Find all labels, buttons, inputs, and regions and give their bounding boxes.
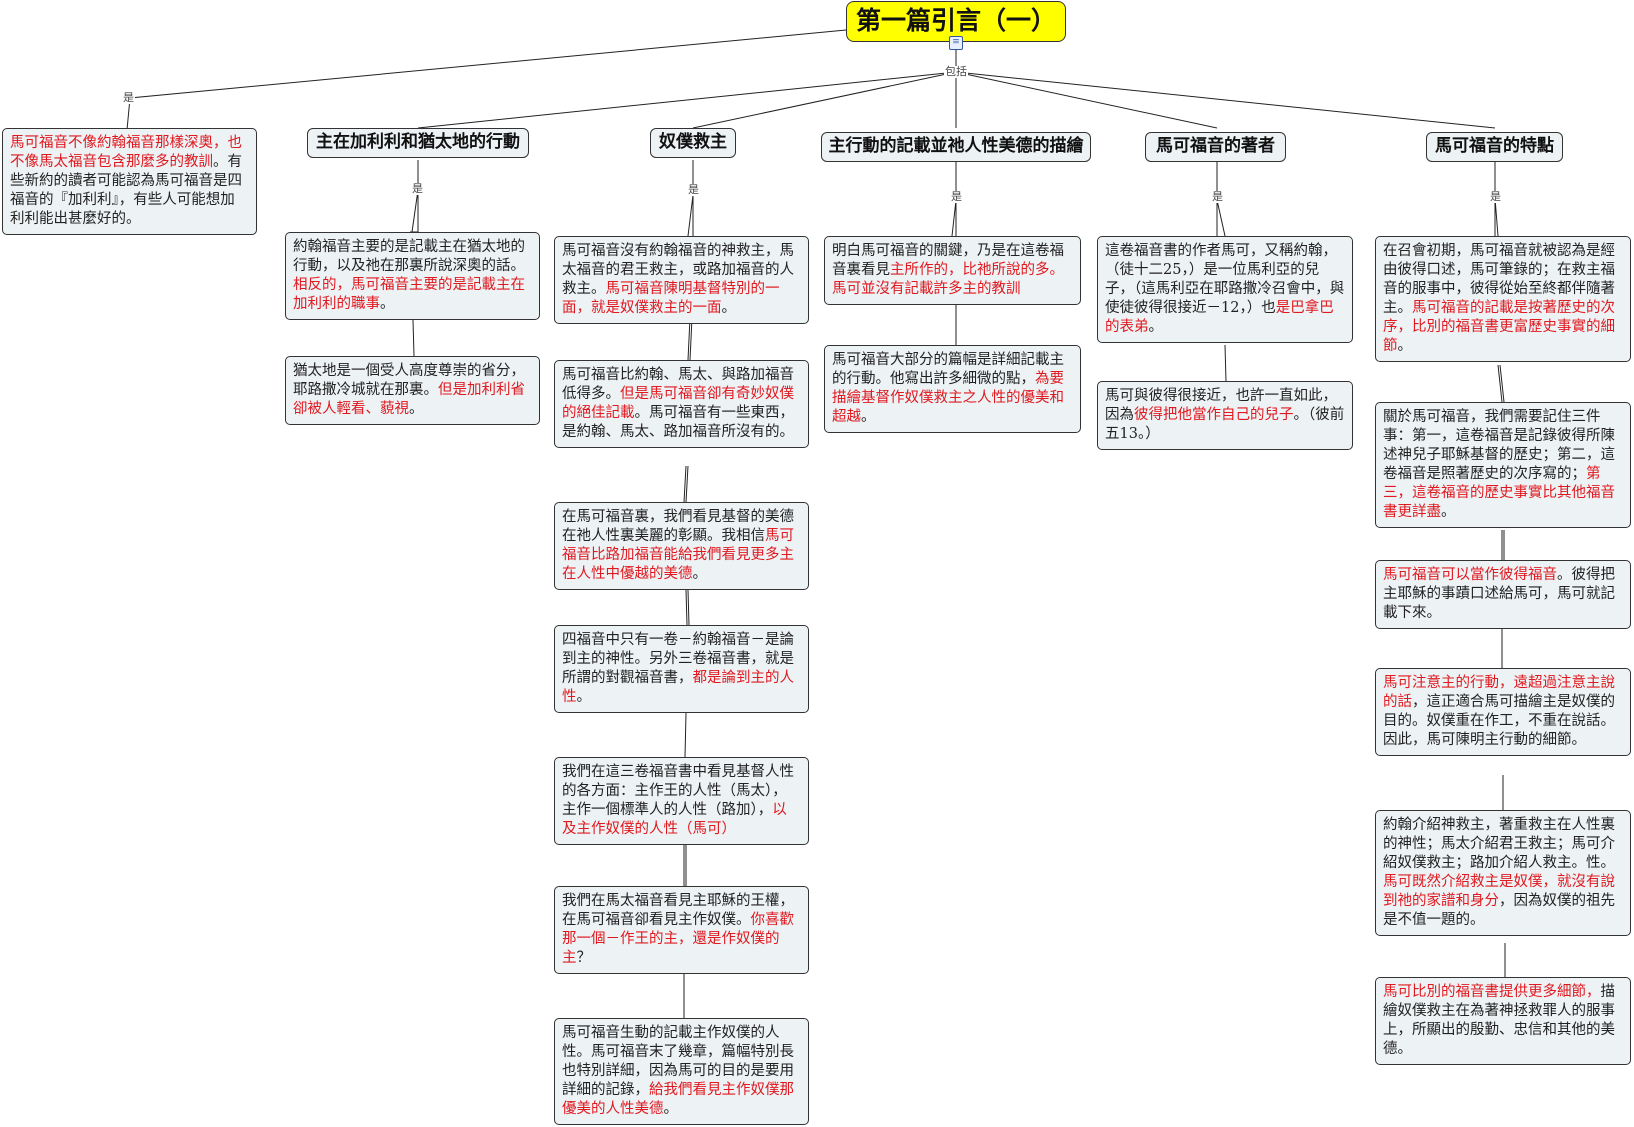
- note-slave-4[interactable]: 四福音中只有一卷－約翰福音－是論到主的神性。另外三卷福音書，就是所謂的對觀福音書…: [554, 625, 809, 713]
- note-text: 馬可福音大部分的篇幅是詳細記載主的行動。他寫出許多細微的點，: [832, 352, 1064, 387]
- note-text: 馬可福音生動的記載主作奴僕的人性。馬可福音末了幾章，篇幅特別長也特別詳細，因為馬…: [562, 1025, 794, 1098]
- highlighted-text: 馬可福音的記載是按著歷史的次序，比別的福音書更富歷史事實的細節: [1383, 300, 1615, 354]
- highlighted-text: 都是論到主的人性: [562, 670, 794, 705]
- note-text: 。: [576, 689, 592, 705]
- note-text: 。（彼前五13。）: [1105, 407, 1345, 442]
- note-slave-1[interactable]: 馬可福音沒有約翰福音的神救主，馬太福音的君王救主，或路加福音的人救主。馬可福音陳…: [554, 236, 809, 324]
- note-text: 。: [721, 300, 737, 316]
- note-author-2[interactable]: 馬可與彼得很接近，也許一直如此，因為彼得把他當作自己的兒子。（彼前五13。）: [1097, 381, 1353, 450]
- highlighted-text: 你喜歡那一個－作王的主，還是作奴僕的主: [562, 912, 794, 966]
- highlighted-text: 馬可福音陳明基督特別的一面，就是奴僕救主的一面: [562, 281, 780, 316]
- highlighted-text: 給我們看見主作奴僕那優美的人性美德: [562, 1082, 794, 1117]
- note-text: 我們在馬太福音看見主耶穌的王權，在馬可福音卻看見主作奴僕。: [562, 893, 794, 928]
- topic-features[interactable]: 馬可福音的特點: [1426, 132, 1563, 162]
- note-text: 。: [692, 566, 708, 582]
- note-features-4[interactable]: 馬可注意主的行動，遠超過注意主說的話，這正適合馬可描繪主是奴僕的目的。奴僕重在作…: [1375, 668, 1631, 756]
- note-text: 。: [380, 296, 395, 312]
- root-topic[interactable]: 第一篇引言（一）: [846, 1, 1066, 42]
- note-text: ？: [576, 950, 592, 966]
- note-record-2[interactable]: 馬可福音大部分的篇幅是詳細記載主的行動。他寫出許多細微的點，為要描繪基督作奴僕救…: [824, 345, 1081, 433]
- highlighted-text: 以及主作奴僕的人性（馬可）: [562, 802, 787, 837]
- edge-label-is: 是: [1489, 190, 1502, 203]
- highlighted-text: 馬可既然介紹救主是奴僕，就沒有說到祂的家譜和身分: [1383, 874, 1615, 909]
- note-slave-2[interactable]: 馬可福音比約翰、馬太、與路加福音低得多。但是馬可福音卻有奇妙奴僕的絕佳記載。馬可…: [554, 360, 809, 448]
- note-record-1[interactable]: 明白馬可福音的關鍵，乃是在這卷福音裏看見主所作的，比祂所說的多。馬可並沒有記載許…: [824, 236, 1081, 305]
- note-galilee-2[interactable]: 猶太地是一個受人高度尊崇的省分，耶路撒冷城就在那裏。但是加利利省卻被人輕看、藐視…: [285, 356, 540, 425]
- note-author-1[interactable]: 這卷福音書的作者馬可，又稱約翰，（徒十二25，）是一位馬利亞的兒子，（這馬利亞在…: [1097, 236, 1353, 343]
- note-features-6[interactable]: 馬可比別的福音書提供更多細節，描繪奴僕救主在為著神拯救罪人的服事上，所顯出的殷勤…: [1375, 977, 1631, 1065]
- note-text: 馬可與彼得很接近，也許一直如此，因為: [1105, 388, 1337, 423]
- note-text: 。: [663, 1101, 679, 1117]
- highlighted-text: 主所作的，比祂所說的多。馬可並沒有記載許多主的教訓: [832, 262, 1064, 297]
- edge-label-includes: 包括: [944, 65, 968, 78]
- note-galilee-1[interactable]: 約翰福音主要的是記載主在猶太地的行動，以及祂在那裏所說深奧的話。相反的，馬可福音…: [285, 232, 540, 320]
- note-text: 猶太地是一個受人高度尊崇的省分，耶路撒冷城就在那裏。: [293, 363, 525, 398]
- note-text: 約翰福音主要的是記載主在猶太地的行動，以及祂在那裏所說深奧的話。: [293, 239, 525, 274]
- note-text: 在馬可福音裏，我們看見基督的美德在祂人性裏美麗的彰顯。我相信: [562, 509, 794, 544]
- highlighted-text: 第三，這卷福音的歷史事實比其他福音書更詳盡: [1383, 466, 1615, 520]
- highlighted-text: 馬可福音不像約翰福音那樣深奧，也不像馬太福音包含那麼多的教訓: [10, 135, 242, 170]
- note-slave-7[interactable]: 馬可福音生動的記載主作奴僕的人性。馬可福音末了幾章，篇幅特別長也特別詳細，因為馬…: [554, 1018, 809, 1125]
- note-text: 。: [1441, 504, 1456, 520]
- edge-label-is: 是: [950, 190, 963, 203]
- highlighted-text: 是巴拿巴的表弟: [1105, 300, 1334, 335]
- highlighted-text: 相反的，馬可福音主要的是記載主在加利利的職事: [293, 277, 525, 312]
- note-text: 在召會初期，馬可福音就被認為是經由彼得口述，馬可筆錄的；在救主福音的服事中，彼得…: [1383, 243, 1615, 316]
- note-text: 馬可福音比約翰、馬太、與路加福音低得多。: [562, 367, 794, 402]
- highlighted-text: 遠超過注意主說的話: [1383, 675, 1615, 710]
- note-text: 。: [1397, 338, 1413, 354]
- note-slave-3[interactable]: 在馬可福音裏，我們看見基督的美德在祂人性裏美麗的彰顯。我相信馬可福音比路加福音能…: [554, 502, 809, 590]
- note-text: 。彼得把主耶穌的事蹟口述給馬可，馬可就記載下來。: [1383, 567, 1615, 621]
- edge-label-is: 是: [687, 183, 700, 196]
- note-text: 這卷福音書的作者馬可，又稱約翰，（徒十二25，）是一位馬利亞的兒子，（這馬利亞在…: [1105, 243, 1345, 316]
- note-slave-6[interactable]: 我們在馬太福音看見主耶穌的王權，在馬可福音卻看見主作奴僕。你喜歡那一個－作王的主…: [554, 886, 809, 974]
- note-text: 四福音中只有一卷－約翰福音－是論到主的神性。另外三卷福音書，就是所謂的對觀福音書…: [562, 632, 794, 686]
- note-features-2[interactable]: 關於馬可福音，我們需要記住三件事：第一，這卷福音是記錄彼得所陳述神兒子耶穌基督的…: [1375, 402, 1631, 528]
- topic-galilee-judea[interactable]: 主在加利利和猶太地的行動: [307, 128, 529, 158]
- highlighted-text: 馬可比別的福音書提供更多細節，: [1383, 984, 1601, 1000]
- note-text: 。: [409, 401, 424, 417]
- topic-slave-savior[interactable]: 奴僕救主: [650, 128, 736, 158]
- highlighted-text: 彼得把他當作自己的兒子: [1134, 407, 1294, 423]
- highlighted-text: 但是加利利省卻被人輕看、藐視: [293, 382, 525, 417]
- note-text: 。: [1148, 319, 1164, 335]
- note-icon[interactable]: ≡: [949, 36, 963, 50]
- note-features-1[interactable]: 在召會初期，馬可福音就被認為是經由彼得口述，馬可筆錄的；在救主福音的服事中，彼得…: [1375, 236, 1631, 362]
- note-features-3[interactable]: 馬可福音可以當作彼得福音。彼得把主耶穌的事蹟口述給馬可，馬可就記載下來。: [1375, 560, 1631, 629]
- note-text: 。馬可福音有一些東西，是約翰、馬太、路加福音所沒有的。: [562, 405, 794, 440]
- note-text: 。有些新約的讀者可能認為馬可福音是四福音的『加利利』，有些人可能想加利利能出甚麼…: [10, 154, 242, 227]
- highlighted-text: 但是馬可福音卻有奇妙奴僕的絕佳記載: [562, 386, 794, 421]
- note-text: 。: [861, 409, 876, 425]
- note-text: 馬可福音沒有約翰福音的神救主，馬太福音的君王救主，或路加福音的人救主。: [562, 243, 794, 297]
- topic-author[interactable]: 馬可福音的著者: [1145, 132, 1286, 162]
- highlighted-text: 馬可福音可以當作彼得福音: [1383, 567, 1557, 583]
- highlighted-text: 馬可注意主的行動，: [1383, 675, 1514, 691]
- note-text: ，這正適合馬可描繪主是奴僕的目的。奴僕重在作工，不重在說話。因此，馬可陳明主行動…: [1383, 694, 1615, 748]
- note-text: 約翰介紹神救主，著重救主在人性裏的神性；馬太介紹君王救主；馬可介紹奴僕救主；路加…: [1383, 817, 1615, 871]
- note-text: ，因為奴僕的祖先是不值一題的。: [1383, 893, 1615, 928]
- highlighted-text: 馬可福音比路加福音能給我們看見更多主在人性中優越的美德: [562, 528, 794, 582]
- note-text: 明白馬可福音的關鍵，乃是在這卷福音裏看見: [832, 243, 1064, 278]
- note-features-5[interactable]: 約翰介紹神救主，著重救主在人性裏的神性；馬太介紹君王救主；馬可介紹奴僕救主；路加…: [1375, 810, 1631, 936]
- edge-label-is: 是: [122, 91, 135, 104]
- note-text: 關於馬可福音，我們需要記住三件事：第一，這卷福音是記錄彼得所陳述神兒子耶穌基督的…: [1383, 409, 1615, 482]
- edge-label-is: 是: [411, 182, 424, 195]
- note-left[interactable]: 馬可福音不像約翰福音那樣深奧，也不像馬太福音包含那麼多的教訓。有些新約的讀者可能…: [2, 128, 257, 235]
- edge-label-is: 是: [1211, 190, 1224, 203]
- note-text: 我們在這三卷福音書中看見基督人性的各方面：主作王的人性（馬太），主作一個標準人的…: [562, 764, 794, 818]
- topic-record-of-actions[interactable]: 主行動的記載並祂人性美德的描繪: [821, 132, 1091, 162]
- note-text: 描繪奴僕救主在為著神拯救罪人的服事上，所顯出的殷勤、忠信和其他的美德。: [1383, 984, 1615, 1057]
- highlighted-text: 為要描繪基督作奴僕救主之人性的優美和超越: [832, 371, 1064, 425]
- note-slave-5[interactable]: 我們在這三卷福音書中看見基督人性的各方面：主作王的人性（馬太），主作一個標準人的…: [554, 757, 809, 845]
